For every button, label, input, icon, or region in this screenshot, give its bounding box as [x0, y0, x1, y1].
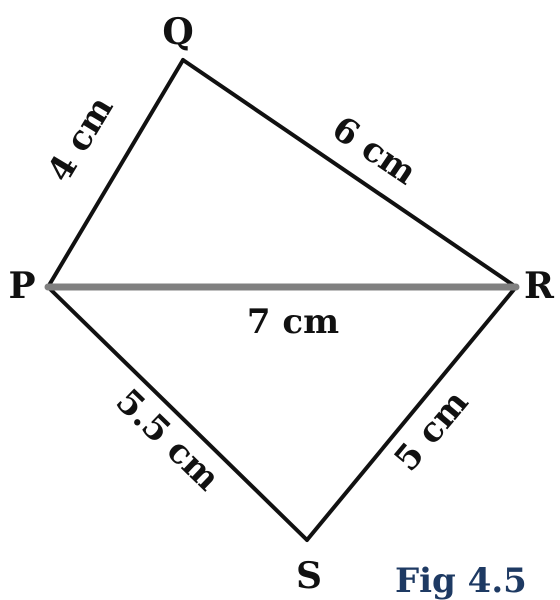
- edge-label-SR: 5 cm: [387, 383, 477, 479]
- side-SR: [305, 285, 518, 542]
- side-PS: [46, 285, 309, 542]
- edge-label-PS: 5.5 cm: [108, 381, 228, 498]
- edge-label-QR: 6 cm: [325, 109, 424, 194]
- vertex-label-Q: Q: [162, 11, 193, 53]
- side-QR: [181, 58, 518, 289]
- edge-label-PQ: 4 cm: [40, 90, 122, 190]
- edge-label-PR: 7 cm: [247, 302, 339, 342]
- figure-caption: Fig 4.5: [395, 561, 527, 600]
- vertex-label-P: P: [8, 265, 35, 307]
- vertex-label-S: S: [296, 555, 322, 597]
- side-PQ: [46, 58, 185, 289]
- vertex-label-R: R: [524, 265, 555, 307]
